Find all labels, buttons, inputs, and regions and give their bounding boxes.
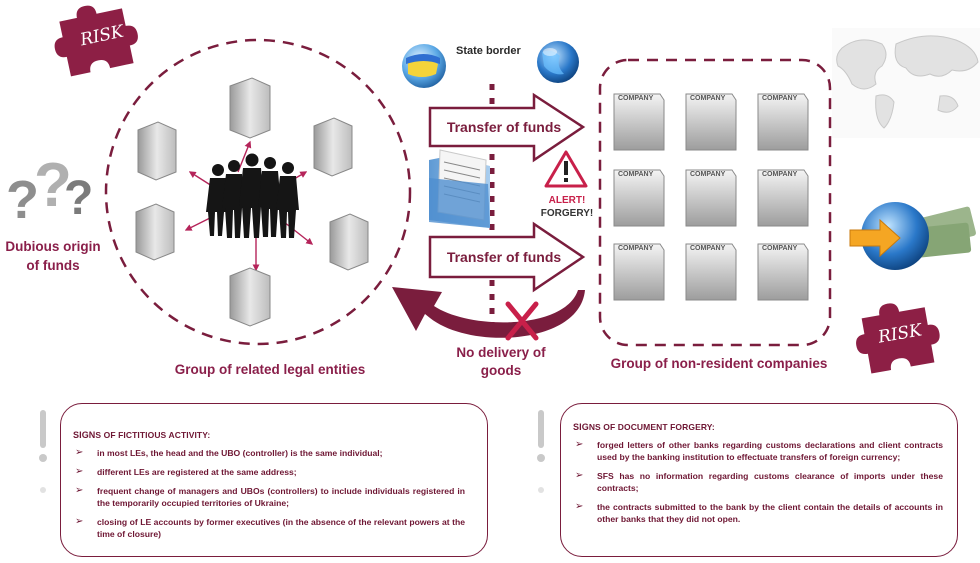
list-item-text: frequent change of managers and UBOs (co… xyxy=(97,486,465,508)
list-item: ➢ in most LEs, the head and the UBO (cont… xyxy=(73,447,465,459)
fictitious-activity-list: ➢ in most LEs, the head and the UBO (cont… xyxy=(73,447,465,540)
document-forgery-title: SIGNS OF DOCUMENT FORGERY: xyxy=(573,422,943,432)
related-entities-circle xyxy=(104,38,412,346)
arrow-bullet-icon: ➢ xyxy=(575,501,584,512)
arrow-bullet-icon: ➢ xyxy=(75,516,84,527)
dubious-origin-label: Dubious origin of funds xyxy=(2,237,104,275)
list-item-text: forged letters of other banks regarding … xyxy=(597,440,943,462)
arrow-bullet-icon: ➢ xyxy=(75,466,84,477)
return-arrow xyxy=(392,287,585,338)
risk-puzzle-icon-bottom xyxy=(856,303,940,374)
document-forgery-panel: SIGNS OF DOCUMENT FORGERY: ➢ forged lette… xyxy=(560,403,958,557)
dubious-origin-line-2: of funds xyxy=(26,258,80,273)
nonresident-box xyxy=(598,58,832,347)
company-label: COMPANY xyxy=(762,171,798,178)
transfer-of-funds-label-2: Transfer of funds xyxy=(446,249,562,265)
no-delivery-line-1: No delivery of xyxy=(456,345,546,360)
panel-title-rest: S OF FICTITIOUS ACTIVITY: xyxy=(95,430,211,440)
dubious-origin-line-1: Dubious origin xyxy=(5,239,101,254)
risk-puzzle-icon-top xyxy=(54,5,138,77)
forgery-label: FORGERY! xyxy=(540,208,594,219)
alert-icon xyxy=(544,150,588,188)
ukraine-globe-icon xyxy=(402,44,446,88)
svg-text:?: ? xyxy=(34,151,72,220)
no-delivery-x-icon xyxy=(505,301,539,341)
list-item: ➢ different LEs are registered at the sam… xyxy=(73,466,465,478)
alert-label: ALERT! xyxy=(548,195,586,206)
group-related-label: Group of related legal entities xyxy=(174,362,366,377)
company-label: COMPANY xyxy=(762,95,798,102)
office-building-icon-bottom xyxy=(229,267,271,327)
state-border-label: State border xyxy=(456,45,521,57)
transfer-arrow-2 xyxy=(428,221,586,293)
list-item-text: in most LEs, the head and the UBO (contr… xyxy=(97,448,383,458)
no-delivery-line-2: goods xyxy=(480,363,522,378)
list-item: ➢ the contracts submitted to the bank by … xyxy=(573,501,943,525)
company-label: COMPANY xyxy=(618,171,654,178)
arrow-bullet-icon: ➢ xyxy=(575,439,584,450)
document-forgery-list: ➢ forged letters of other banks regarding… xyxy=(573,439,943,525)
transfer-of-funds-label-1: Transfer of funds xyxy=(446,119,562,135)
company-label: COMPANY xyxy=(690,245,726,252)
company-label: COMPANY xyxy=(690,171,726,178)
list-item-text: different LEs are registered at the same… xyxy=(97,467,297,477)
list-item: ➢ frequent change of managers and UBOs (c… xyxy=(73,485,465,509)
list-item: ➢ forged letters of other banks regarding… xyxy=(573,439,943,463)
company-label: COMPANY xyxy=(762,245,798,252)
exclamation-icon-right xyxy=(537,410,545,493)
arrow-bullet-icon: ➢ xyxy=(575,470,584,481)
document-folder-icon xyxy=(429,149,490,228)
fictitious-activity-title: SIGNS OF FICTITIOUS ACTIVITY: xyxy=(73,430,465,440)
company-label: COMPANY xyxy=(618,95,654,102)
office-building-icon-top xyxy=(229,77,271,139)
world-map-icon xyxy=(832,28,980,138)
list-item-text: the contracts submitted to the bank by t… xyxy=(597,502,943,524)
office-building-icon-upper-right xyxy=(313,117,353,177)
list-item-text: closing of LE accounts by former executi… xyxy=(97,517,465,539)
question-marks-icon: ? ? ? xyxy=(6,151,93,230)
list-item: ➢ closing of LE accounts by former execut… xyxy=(73,516,465,540)
company-label: COMPANY xyxy=(690,95,726,102)
svg-text:?: ? xyxy=(64,172,93,225)
arrow-bullet-icon: ➢ xyxy=(75,447,84,458)
group-nonresident-label: Group of non-resident companies xyxy=(610,356,828,371)
arrow-bullet-icon: ➢ xyxy=(75,485,84,496)
panel-title-prefix: SIG xyxy=(573,422,589,432)
globe-icon xyxy=(537,41,579,83)
no-delivery-label: No delivery of goods xyxy=(446,344,556,380)
company-buildings-grid xyxy=(613,93,809,301)
globe-money-icon xyxy=(849,202,976,270)
exclamation-icon-left xyxy=(39,410,47,493)
office-building-icon-lower-left xyxy=(135,203,175,261)
panel-title-rest: NS OF DOCUMENT FORGERY: xyxy=(588,422,715,432)
office-building-icon-upper-left xyxy=(137,121,177,181)
svg-text:?: ? xyxy=(6,170,39,230)
list-item-text: SFS has no information regarding customs… xyxy=(597,471,943,493)
list-item: ➢ SFS has no information regarding custom… xyxy=(573,470,943,494)
transfer-arrow-1 xyxy=(428,92,586,163)
panel-title-prefix: SIGN xyxy=(73,430,96,440)
fictitious-activity-panel: SIGNS OF FICTITIOUS ACTIVITY: ➢ in most L… xyxy=(60,403,488,557)
businesspeople-icon xyxy=(206,153,299,238)
office-building-icon-lower-right xyxy=(329,213,369,271)
company-label: COMPANY xyxy=(618,245,654,252)
